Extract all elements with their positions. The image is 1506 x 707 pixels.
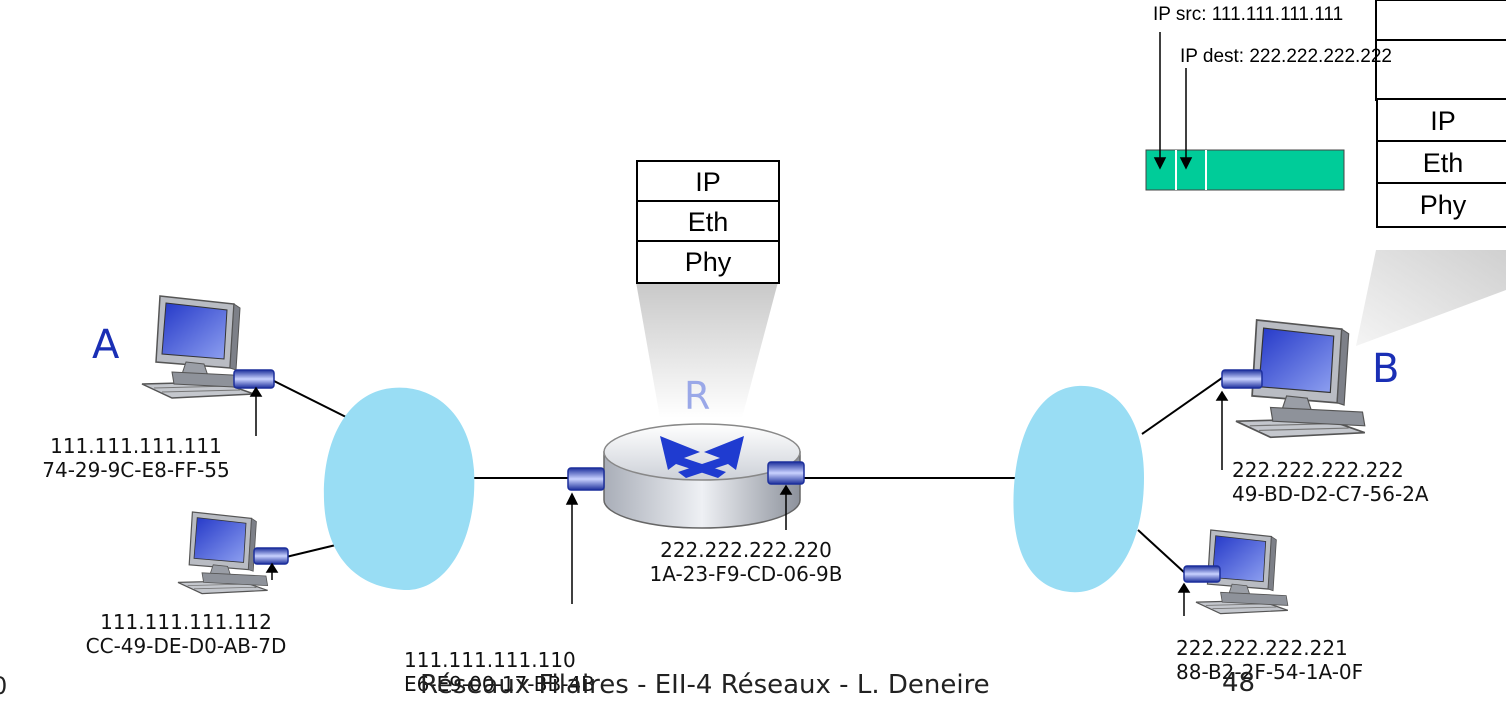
router-right-address: 222.222.222.220 1A-23-F9-CD-06-9B bbox=[620, 538, 872, 586]
datagram-pointers bbox=[1153, 32, 1193, 170]
router-letter: R bbox=[684, 374, 711, 418]
host-a2-ip: 111.111.111.112 bbox=[100, 610, 272, 634]
host-a-mac: 74-29-9C-E8-FF-55 bbox=[42, 458, 230, 482]
host-b2-interface bbox=[1183, 565, 1221, 583]
footer-left-fragment: 0 bbox=[0, 672, 7, 700]
host-a2-address: 111.111.111.112 CC-49-DE-D0-AB-7D bbox=[40, 610, 332, 658]
host-b2-mac: 88-B2-2F-54-1A-0F bbox=[1176, 660, 1364, 684]
host-b2-ip: 222.222.222.221 bbox=[1176, 636, 1348, 660]
interfaces bbox=[233, 369, 1263, 583]
router-left-address: 111.111.111.110 E6-E9-00-17-BB-4B bbox=[404, 648, 595, 696]
host-a2-mac: CC-49-DE-D0-AB-7D bbox=[85, 634, 287, 658]
host-b-ip: 222.222.222.222 bbox=[1232, 458, 1404, 482]
router-right-ip: 222.222.222.220 bbox=[660, 538, 832, 562]
host-b-stack-upper bbox=[1375, 0, 1506, 101]
router-stack-eth: Eth bbox=[638, 202, 778, 242]
host-b-letter: B bbox=[1372, 346, 1400, 392]
host-b-protocol-stack: IP Eth Phy bbox=[1376, 98, 1506, 228]
host-b-address: 222.222.222.222 49-BD-D2-C7-56-2A bbox=[1232, 458, 1429, 506]
footer-page-number: 48 bbox=[1222, 668, 1256, 698]
router-protocol-stack: IP Eth Phy bbox=[636, 160, 780, 284]
datagram-src-label: IP src: 111.111.111.111 bbox=[1153, 4, 1344, 26]
host-b2-address: 222.222.222.221 88-B2-2F-54-1A-0F bbox=[1176, 636, 1363, 684]
host-a2-interface bbox=[253, 547, 289, 565]
host-a-ip: 111.111.111.111 bbox=[50, 434, 222, 458]
ip-datagram bbox=[1145, 149, 1345, 191]
router-left-mac: E6-E9-00-17-BB-4B bbox=[404, 672, 595, 696]
footer-title: Réseaux Filaires - EII-4 Réseaux - L. De… bbox=[420, 670, 990, 700]
host-b-interface bbox=[1221, 369, 1263, 389]
host-b-stack-callout bbox=[1356, 250, 1506, 346]
router-left-ip: 111.111.111.110 bbox=[404, 648, 576, 672]
host-b-stack-eth: Eth bbox=[1378, 142, 1506, 184]
host-a-letter: A bbox=[92, 322, 120, 368]
host-a-interface bbox=[233, 369, 275, 389]
router-stack-phy: Phy bbox=[684, 247, 732, 277]
router-right-interface bbox=[767, 461, 805, 485]
router-arrows-icon bbox=[660, 436, 744, 478]
router-stack-ip: IP bbox=[638, 162, 778, 202]
host-b-stack-ip: IP bbox=[1378, 100, 1506, 142]
subnet-right-cloud bbox=[1013, 385, 1144, 593]
host-a-address: 111.111.111.111 74-29-9C-E8-FF-55 bbox=[10, 434, 262, 482]
links bbox=[271, 377, 1223, 575]
router-stack-callout bbox=[636, 282, 778, 418]
subnet-left-cloud bbox=[323, 387, 475, 591]
datagram-dest-label: IP dest: 222.222.222.222 bbox=[1180, 46, 1392, 67]
router-right-mac: 1A-23-F9-CD-06-9B bbox=[649, 562, 843, 586]
host-b-mac: 49-BD-D2-C7-56-2A bbox=[1232, 482, 1429, 506]
router-left-interface bbox=[567, 467, 605, 491]
router bbox=[603, 423, 801, 529]
host-b-stack-phy: Phy bbox=[1419, 190, 1467, 220]
address-pointers bbox=[249, 386, 1229, 616]
